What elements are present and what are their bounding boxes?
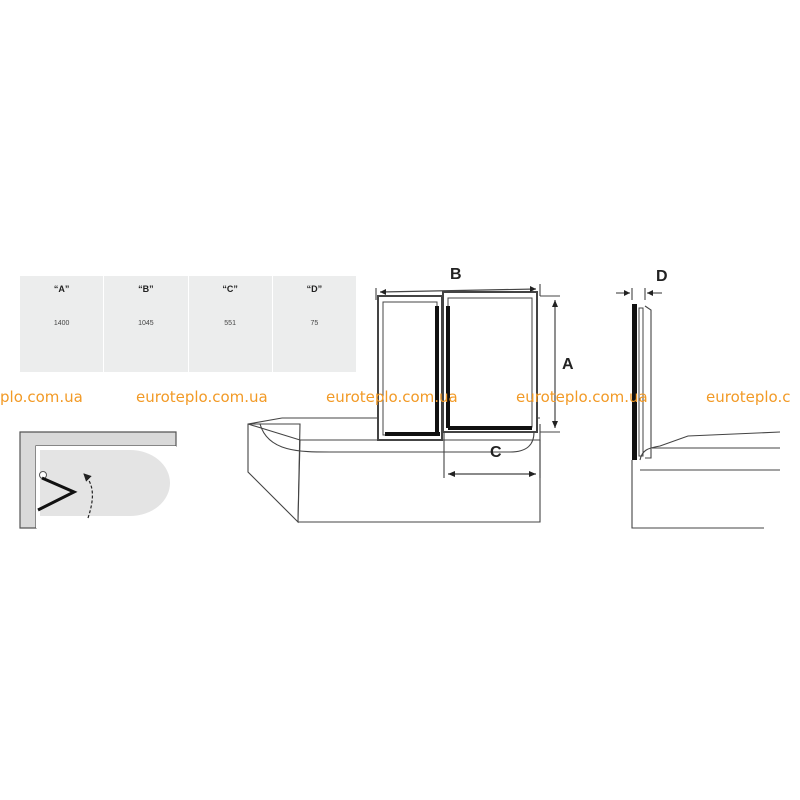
watermark-text: euroteplo.c (706, 388, 791, 406)
spec-value-b: 1045 (138, 320, 154, 327)
spec-header-c: “C” (222, 284, 238, 294)
perspective-view (247, 284, 560, 524)
spec-column-b: “B” 1045 (104, 276, 189, 372)
dimension-label-b: B (450, 266, 462, 283)
spec-header-d: “D” (306, 284, 323, 294)
dimension-label-c: C (490, 444, 502, 461)
watermark-text: euroteplo.com.ua (136, 388, 268, 406)
dimension-label-a: A (562, 356, 574, 373)
spec-header-b: “B” (138, 284, 154, 294)
watermark-text: euroteplo.com.ua (326, 388, 458, 406)
spec-value-c: 551 (224, 320, 236, 327)
spec-table: “A” 1400 “B” 1045 “C” 551 “D” 75 (20, 276, 356, 372)
watermark-text: plo.com.ua (0, 388, 83, 406)
spec-column-c: “C” 551 (189, 276, 273, 372)
dimension-label-d: D (656, 268, 668, 285)
side-view (616, 288, 781, 529)
spec-column-d: “D” 75 (273, 276, 356, 372)
spec-header-a: “A” (53, 284, 70, 294)
spec-value-a: 1400 (53, 320, 70, 327)
watermark-text: euroteplo.com.ua (516, 388, 648, 406)
spec-column-a: “A” 1400 (20, 276, 105, 372)
spec-value-d: 75 (310, 320, 319, 327)
top-view-plan (19, 431, 177, 529)
